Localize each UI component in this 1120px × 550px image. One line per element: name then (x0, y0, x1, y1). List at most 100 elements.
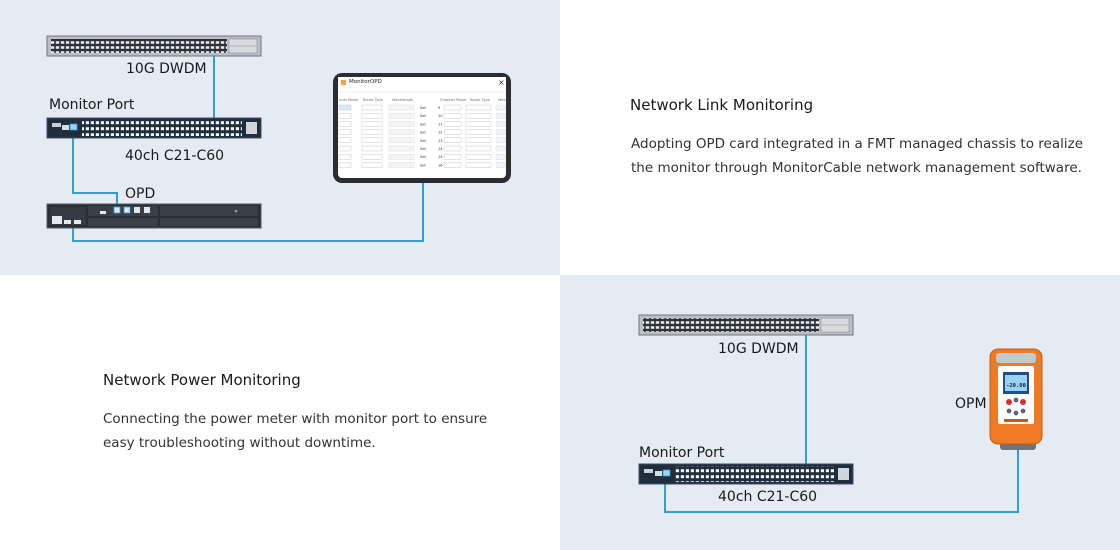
table-cell (443, 153, 462, 160)
set-button: Set (420, 163, 426, 167)
table-cell (338, 104, 352, 111)
table-cell (465, 129, 492, 135)
table-cell (443, 112, 462, 119)
table-cell (443, 162, 462, 168)
table-cell (361, 153, 383, 160)
set-button: Set (420, 131, 426, 135)
table-cell (338, 121, 352, 127)
table-cell (388, 162, 415, 168)
table-cell (388, 129, 415, 135)
top-right-panel (560, 0, 1120, 275)
table-cell (338, 112, 352, 119)
power-monitoring-line-2: easy troubleshooting without downtime. (103, 435, 376, 451)
table-cell (465, 162, 492, 168)
power-monitoring-line-1: Connecting the power meter with monitor … (103, 411, 488, 427)
top-monitor-port-label: Monitor Port (49, 97, 135, 113)
set-button: Set (420, 147, 426, 151)
row-number: 12 (438, 131, 443, 135)
table-cell (338, 145, 352, 152)
bottom-mux-label: 40ch C21-C60 (718, 489, 818, 505)
table-cell (388, 153, 415, 160)
svg-text:Wav: Wav (498, 98, 507, 102)
table-cell (443, 129, 462, 135)
set-button: Set (420, 106, 426, 110)
set-button: Set (420, 155, 426, 159)
table-cell (465, 112, 492, 119)
row-number: 15 (438, 155, 443, 159)
table-cell (388, 104, 415, 111)
opm-power-meter: -20.00 (989, 348, 1043, 450)
row-number: 13 (438, 139, 443, 143)
fiber-monitor-to-opd (72, 125, 118, 210)
table-cell (338, 162, 352, 168)
bottom-switch-label: 10G DWDM (718, 341, 799, 357)
table-cell (361, 121, 383, 127)
table-cell (443, 137, 462, 144)
bottom-monitor-port-label: Monitor Port (639, 445, 725, 461)
fiber-opd-to-software (72, 183, 424, 242)
table-cell (388, 121, 415, 127)
table-cell (338, 153, 352, 160)
table-cell (388, 137, 415, 144)
table-cell (388, 112, 415, 119)
link-monitoring-title: Network Link Monitoring (630, 96, 814, 114)
table-cell (495, 129, 506, 135)
top-mux-label: 40ch C21-C60 (125, 148, 225, 164)
table-cell (361, 145, 383, 152)
row-number: 14 (438, 147, 443, 151)
top-mux-40ch (46, 117, 262, 139)
top-fiber-lines (72, 48, 424, 242)
bottom-fiber-lines (664, 327, 1019, 513)
table-cell (388, 145, 415, 152)
table-cell (495, 137, 506, 144)
table-cell (465, 104, 492, 111)
top-dwdm-switch (46, 35, 262, 57)
table-cell (495, 153, 506, 160)
table-cell (338, 137, 352, 144)
top-opd-chassis (46, 203, 262, 229)
link-monitoring-line-2: the monitor through MonitorCable network… (631, 160, 1082, 176)
bottom-mux-40ch (638, 463, 854, 485)
software-window-title: MonitorOPD (349, 79, 382, 85)
power-monitoring-description: Connecting the power meter with monitor … (103, 407, 487, 455)
svg-text:Route Type: Route Type (363, 98, 384, 102)
link-monitoring-line-1: Adopting OPD card integrated in a FMT ma… (631, 136, 1083, 152)
svg-text:nnel Power: nnel Power (339, 98, 359, 102)
row-number: 9 (438, 106, 441, 110)
table-cell (495, 121, 506, 127)
row-number: 11 (438, 122, 443, 126)
table-cell (495, 162, 506, 168)
row-number: 10 (438, 114, 443, 118)
row-number: 16 (438, 163, 443, 167)
table-cell (495, 112, 506, 119)
table-cell (338, 129, 352, 135)
svg-text:Route Type: Route Type (470, 98, 491, 102)
link-monitoring-description: Adopting OPD card integrated in a FMT ma… (631, 132, 1083, 180)
software-close-button[interactable]: × (498, 78, 505, 87)
power-monitoring-title: Network Power Monitoring (103, 371, 301, 389)
table-cell (465, 121, 492, 127)
table-cell (361, 112, 383, 119)
set-button: Set (420, 122, 426, 126)
bottom-dwdm-switch (638, 314, 854, 336)
table-cell (495, 145, 506, 152)
opd-label: OPD (125, 186, 156, 202)
svg-text:Wavelength: Wavelength (392, 98, 413, 102)
table-cell (361, 162, 383, 168)
table-cell (465, 145, 492, 152)
table-cell (443, 145, 462, 152)
table-cell (443, 104, 462, 111)
table-cell (361, 129, 383, 135)
opm-label: OPM (955, 396, 987, 412)
bottom-left-panel (0, 275, 560, 550)
table-cell (495, 104, 506, 111)
table-cell (465, 153, 492, 160)
table-cell (361, 104, 383, 111)
svg-text:Channel Power: Channel Power (440, 98, 467, 102)
set-button: Set (420, 139, 426, 143)
table-cell (361, 137, 383, 144)
table-cell (465, 137, 492, 144)
fiber-monitor-to-opm (664, 448, 1019, 513)
table-cell (443, 121, 462, 127)
